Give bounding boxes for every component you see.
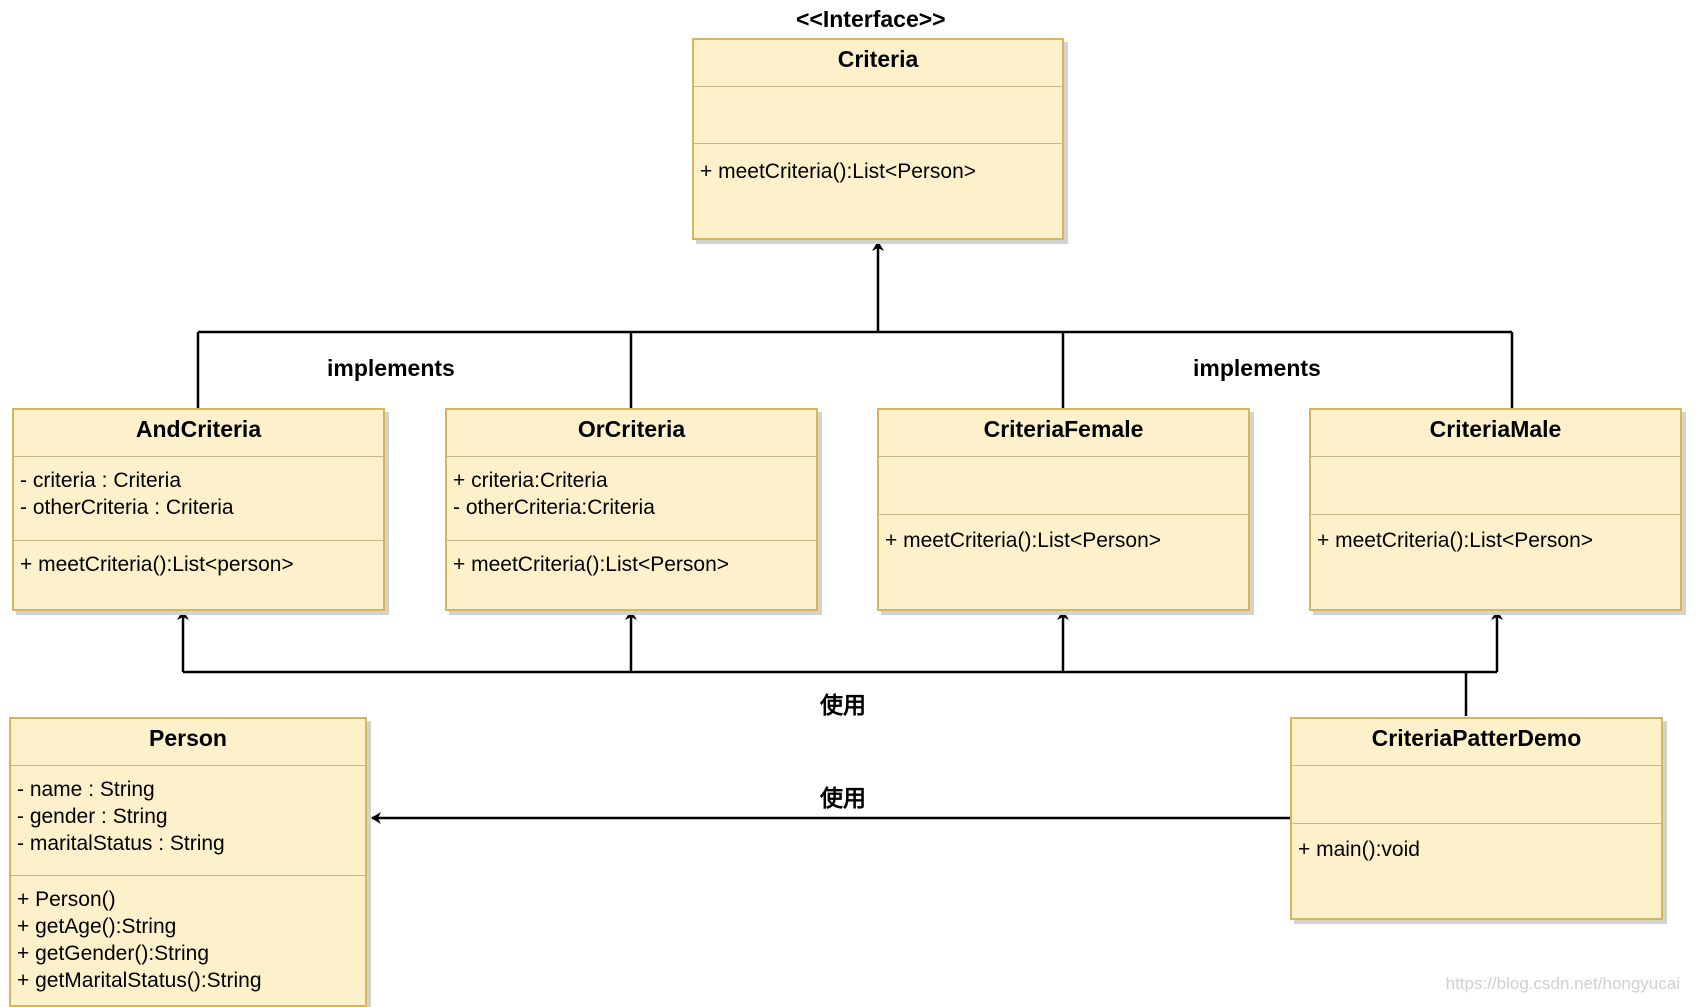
- attribute-text: - gender : String: [17, 805, 168, 828]
- method-text: + getGender():String: [17, 942, 210, 965]
- class-or-criteria[interactable]: OrCriteria + criteria:Criteria - otherCr…: [445, 408, 818, 611]
- methods-section: + meetCriteria():List<Person>: [447, 541, 816, 609]
- class-criteria-patter-demo[interactable]: CriteriaPatterDemo + main():void: [1290, 717, 1663, 920]
- class-person[interactable]: Person - name : String - gender : String…: [9, 717, 367, 1007]
- attribute-text: - name : String: [17, 778, 155, 801]
- attributes-section: - name : String - gender : String - mari…: [11, 766, 365, 876]
- class-name: CriteriaFemale: [879, 410, 1248, 457]
- class-and-criteria[interactable]: AndCriteria - criteria : Criteria - othe…: [12, 408, 385, 611]
- method-text: + getMaritalStatus():String: [17, 969, 262, 992]
- class-criteria[interactable]: Criteria + meetCriteria():List<Person>: [692, 38, 1064, 240]
- methods-section: + meetCriteria():List<person>: [14, 541, 383, 609]
- methods-section: + meetCriteria():List<Person>: [879, 515, 1248, 609]
- methods-section: + meetCriteria():List<Person>: [1311, 515, 1680, 609]
- class-name: Person: [11, 719, 365, 766]
- uses-criteria-label: 使用: [820, 692, 866, 718]
- watermark-text: https://blog.csdn.net/hongyucai: [1445, 974, 1680, 993]
- implements-label-right: implements: [1193, 355, 1321, 381]
- methods-section: + meetCriteria():List<Person>: [694, 144, 1062, 238]
- class-name: OrCriteria: [447, 410, 816, 457]
- interface-stereotype: <<Interface>>: [796, 6, 946, 32]
- method-text: + meetCriteria():List<Person>: [1317, 529, 1594, 552]
- uses-person-label: 使用: [820, 785, 866, 811]
- attributes-section: [1311, 457, 1680, 515]
- method-text: + meetCriteria():List<Person>: [885, 529, 1162, 552]
- attribute-text: - maritalStatus : String: [17, 832, 225, 855]
- method-text: + meetCriteria():List<Person>: [453, 553, 730, 576]
- class-name: CriteriaMale: [1311, 410, 1680, 457]
- attribute-text: - otherCriteria : Criteria: [20, 496, 234, 519]
- method-text: + meetCriteria():List<person>: [20, 553, 294, 576]
- attribute-text: - criteria : Criteria: [20, 469, 182, 492]
- methods-section: + Person() + getAge():String + getGender…: [11, 876, 365, 1005]
- method-text: + meetCriteria():List<Person>: [700, 160, 977, 183]
- method-text: + getAge():String: [17, 915, 177, 938]
- attribute-text: + criteria:Criteria: [453, 469, 608, 492]
- attributes-section: + criteria:Criteria - otherCriteria:Crit…: [447, 457, 816, 541]
- attributes-section: [879, 457, 1248, 515]
- class-criteria-female[interactable]: CriteriaFemale + meetCriteria():List<Per…: [877, 408, 1250, 611]
- attributes-section: [1292, 766, 1661, 824]
- attribute-text: - otherCriteria:Criteria: [453, 496, 655, 519]
- attributes-section: - criteria : Criteria - otherCriteria : …: [14, 457, 383, 541]
- class-name: Criteria: [694, 40, 1062, 87]
- class-criteria-male[interactable]: CriteriaMale + meetCriteria():List<Perso…: [1309, 408, 1682, 611]
- implements-label-left: implements: [327, 355, 455, 381]
- attributes-section: [694, 87, 1062, 144]
- class-name: AndCriteria: [14, 410, 383, 457]
- class-name: CriteriaPatterDemo: [1292, 719, 1661, 766]
- method-text: + main():void: [1298, 838, 1420, 861]
- method-text: + Person(): [17, 888, 116, 911]
- methods-section: + main():void: [1292, 824, 1661, 918]
